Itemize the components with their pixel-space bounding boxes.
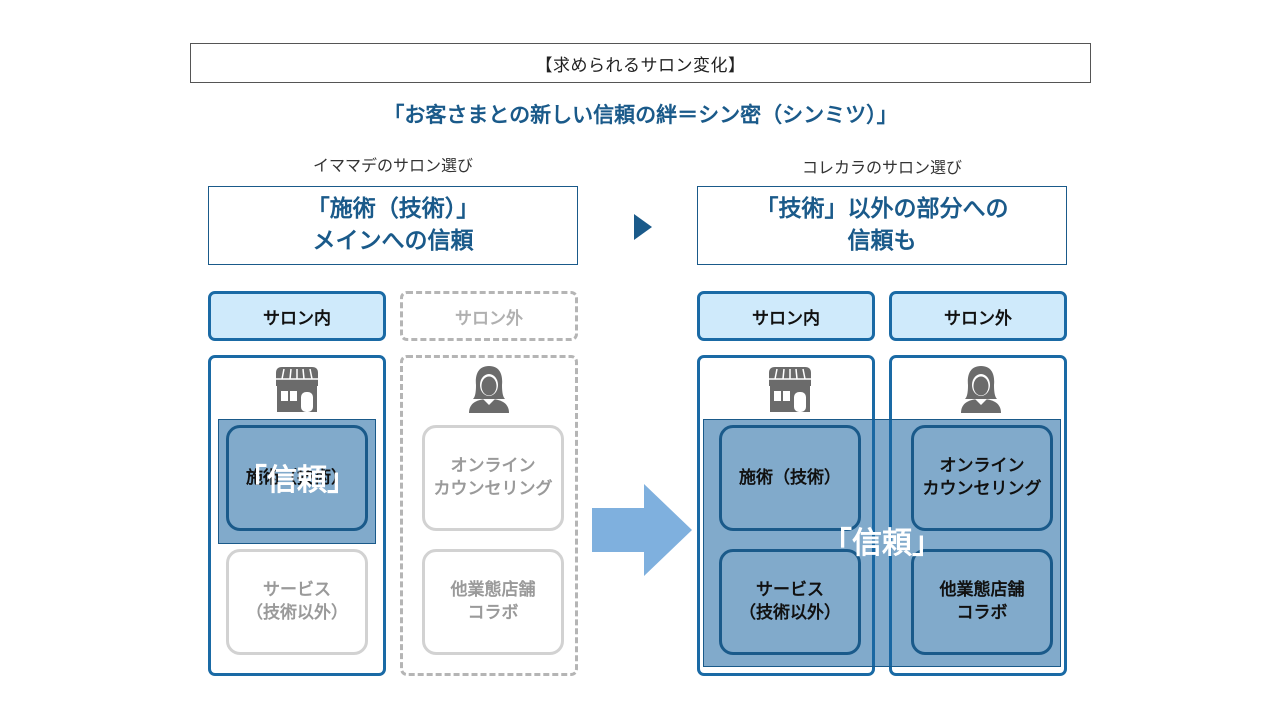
right-card-online-line1: オンライン (939, 456, 1025, 477)
right-card-collab-line2: コラボ (956, 603, 1008, 623)
right-card-collab-line1: 他業態店舗 (939, 580, 1025, 601)
right-summary-line2: 信頼も (847, 227, 917, 254)
left-caption: イママデのサロン選び (312, 156, 473, 175)
left-summary-line2: メインへの信頼 (312, 227, 474, 254)
right-card-treatment-label: 施術（技術） (739, 467, 841, 488)
right-card-service-line2: （技術以外） (739, 603, 841, 623)
right-card-service-line1: サービス (756, 580, 824, 601)
left-pill-salon-outside: サロン外 (400, 291, 578, 341)
section-title: 【求められるサロン変化】 (535, 55, 746, 76)
left-card-service-line2: （技術以外） (246, 603, 348, 623)
left-card-collab: 他業態店舗 コラボ (422, 549, 564, 655)
left-card-online: オンライン カウンセリング (422, 425, 564, 531)
store-icon (276, 367, 318, 412)
left-card-online-line2: カウンセリング (433, 479, 553, 499)
left-summary-line1: 「施術（技術）」 (306, 196, 480, 223)
right-pill-salon-outside: サロン外 (889, 291, 1067, 341)
left-card-online-line1: オンライン (450, 456, 536, 477)
section-title-box: 【求められるサロン変化】 (190, 43, 1091, 83)
right-arrow-icon (592, 484, 692, 576)
right-summary-line1: 「技術」以外の部分への (755, 196, 1009, 223)
left-card-service-line1: サービス (263, 580, 331, 601)
right-card-collab: 他業態店舗 コラボ (911, 549, 1053, 655)
right-card-service: サービス （技術以外） (719, 549, 861, 655)
left-summary-box: 「施術（技術）」 メインへの信頼 (208, 186, 578, 265)
right-card-online: オンライン カウンセリング (911, 425, 1053, 531)
left-card-service: サービス （技術以外） (226, 549, 368, 655)
left-card-collab-line2: コラボ (467, 603, 519, 623)
left-card-treatment: 施術（技術） (226, 425, 368, 531)
store-icon (769, 367, 811, 412)
right-caption: コレカラのサロン選び (801, 158, 962, 177)
right-summary-box: 「技術」以外の部分への 信頼も (697, 186, 1067, 265)
left-card-collab-line1: 他業態店舗 (450, 580, 536, 601)
left-trust-area (218, 419, 376, 544)
right-card-online-line2: カウンセリング (922, 479, 1042, 499)
right-pill-salon-inside: サロン内 (697, 291, 875, 341)
headline: 「お客さまとの新しい信頼の絆＝シン密（シンミツ）」 (383, 103, 898, 127)
person-icon (961, 366, 1001, 413)
triangle-arrow-icon (634, 214, 652, 240)
left-trust-label: 「信頼」 (237, 463, 357, 498)
person-icon (469, 366, 509, 413)
left-card-treatment-label: 施術（技術） (246, 467, 348, 488)
left-pill-salon-inside: サロン内 (208, 291, 386, 341)
right-card-treatment: 施術（技術） (719, 425, 861, 531)
right-trust-label: 「信頼」 (822, 526, 942, 561)
right-trust-area (703, 419, 1061, 667)
